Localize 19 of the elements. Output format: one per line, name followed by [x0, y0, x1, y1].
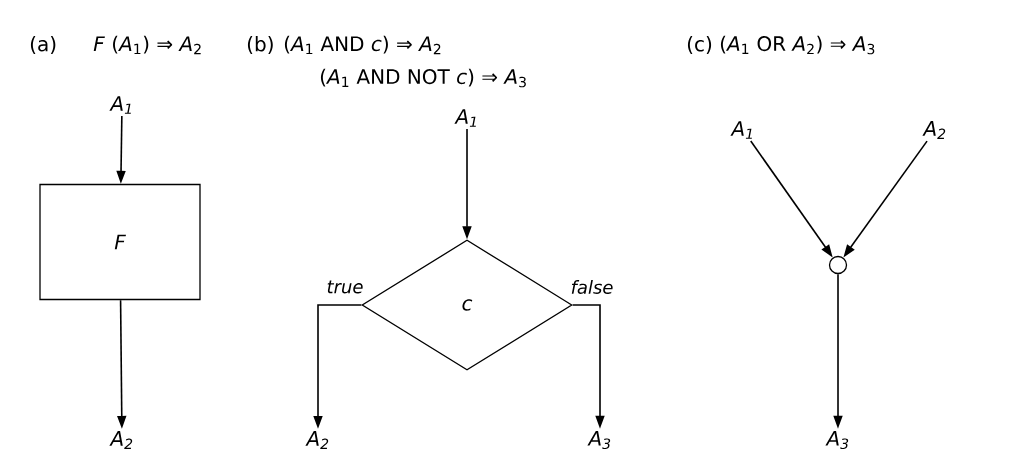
- panel-letter: (b): [247, 36, 273, 54]
- variable-label: A$_{3}$: [825, 431, 849, 449]
- formula-text: (A$_{1}$ AND c) ⇒ A$_{2}$: [284, 35, 441, 55]
- variable-label: A$_{3}$: [587, 431, 611, 449]
- variable-label: A$_{2}$: [109, 431, 133, 449]
- panel-letter: (a): [30, 36, 56, 54]
- variable-label: A$_{1}$: [109, 96, 131, 114]
- formula-text: (A$_{1}$ OR A$_{2}$) ⇒ A$_{3}$: [720, 35, 875, 55]
- edge-label: false: [571, 280, 613, 294]
- variable-label: A$_{1}$: [454, 109, 476, 127]
- variable-label: A$_{2}$: [305, 431, 329, 449]
- junction-circle: [828, 255, 848, 275]
- edge-label: true: [327, 280, 363, 294]
- formula-text: (A$_{1}$ AND NOT c) ⇒ A$_{3}$: [320, 68, 526, 88]
- formula-text: F (A$_{1}$) ⇒ A$_{2}$: [93, 35, 201, 55]
- variable-label: A$_{2}$: [922, 121, 946, 139]
- process-box: F: [39, 183, 201, 301]
- panel-letter: (c): [687, 36, 712, 54]
- variable-label: A$_{1}$: [730, 121, 752, 139]
